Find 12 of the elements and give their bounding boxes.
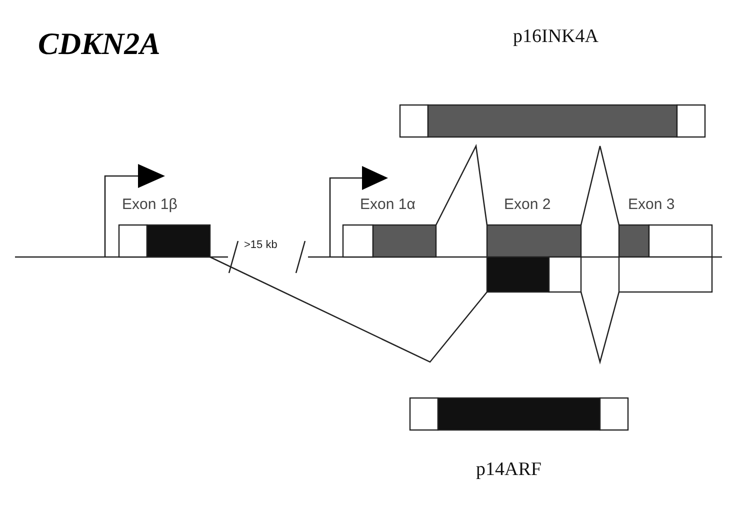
exon-label: Exon 1α	[360, 196, 416, 214]
exon-label: Exon 3	[628, 196, 675, 214]
protein-label: p14ARF	[476, 459, 542, 481]
splice-line	[580, 292, 620, 364]
exon-label: Exon 1β	[122, 196, 178, 214]
distance-label: >15 kb	[244, 238, 278, 252]
splice-line	[210, 256, 488, 363]
splice-line	[580, 145, 620, 226]
exon-label: Exon 2	[504, 196, 551, 214]
splice-line	[435, 144, 488, 226]
protein-label: p16INK4A	[513, 26, 598, 48]
gene-title: CDKN2A	[38, 26, 160, 62]
